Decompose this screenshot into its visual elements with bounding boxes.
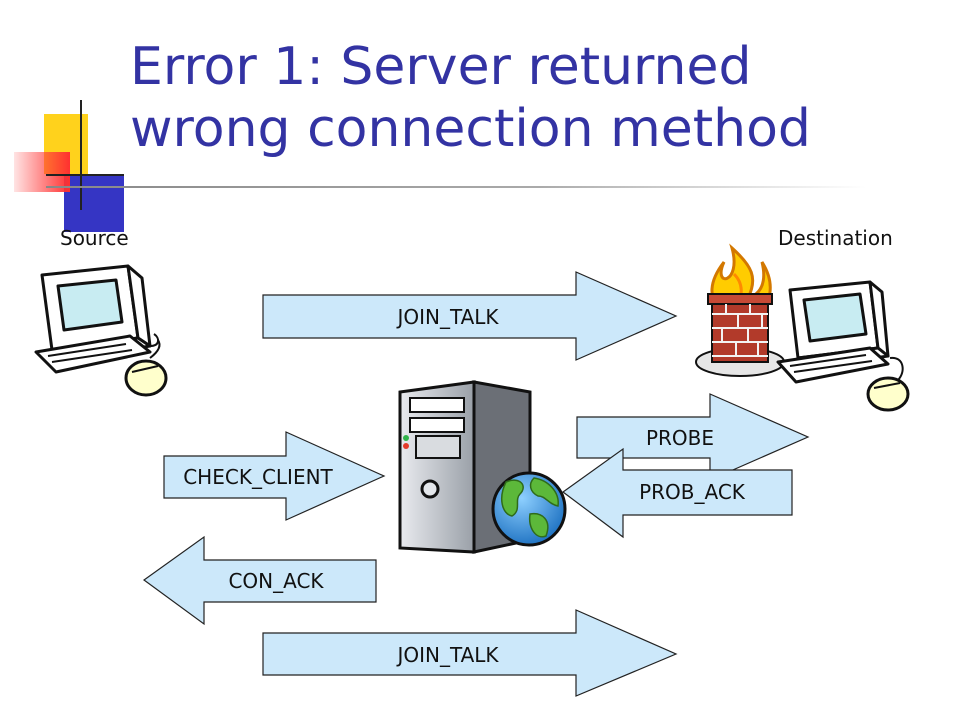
source-label: Source xyxy=(60,226,129,250)
prob-ack-arrow xyxy=(561,447,793,539)
title-line-2: wrong connection method xyxy=(130,99,811,159)
join-talk-bottom-arrow xyxy=(262,609,678,697)
firewall-icon xyxy=(695,243,785,377)
source-computer-icon xyxy=(34,264,168,397)
slide-logo-decoration xyxy=(14,100,124,232)
join-talk-bottom-label: JOIN_TALK xyxy=(395,643,499,667)
con-ack-arrow xyxy=(142,535,377,626)
prob-ack-label: PROB_ACK xyxy=(639,480,746,504)
globe-icon xyxy=(491,471,567,547)
probe-arrow xyxy=(576,393,810,481)
title-divider xyxy=(46,186,866,188)
slide-title: Error 1: Server returned wrong connectio… xyxy=(130,36,930,160)
con-ack-label: CON_ACK xyxy=(228,569,324,593)
check-client-arrow xyxy=(163,431,386,521)
check-client-label: CHECK_CLIENT xyxy=(183,465,333,489)
title-line-1: Error 1: Server returned xyxy=(130,37,752,97)
join-talk-top-arrow xyxy=(262,271,678,361)
destination-label: Destination xyxy=(778,226,893,250)
probe-label: PROBE xyxy=(646,426,714,450)
destination-computer-icon xyxy=(776,280,910,412)
join-talk-top-label: JOIN_TALK xyxy=(395,305,499,329)
